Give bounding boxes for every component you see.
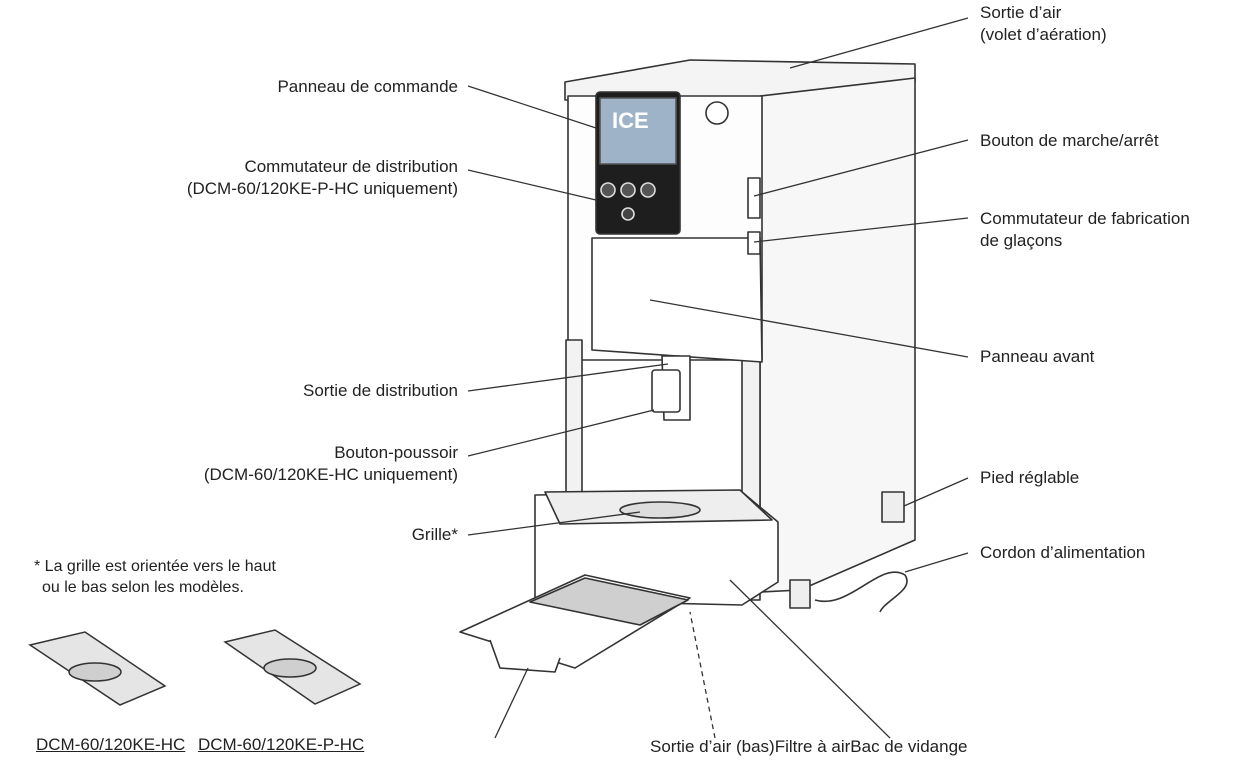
dispense-switch-label: Commutateur de distribution (DCM-60/120K…: [187, 156, 458, 200]
grille-in-tray: [619, 501, 701, 519]
adjustable-foot-right: [881, 491, 905, 523]
icemaking-switch-part: [747, 231, 761, 255]
pan-mesh: [529, 577, 689, 626]
air-outlet-top-line2: (volet d’aération): [980, 25, 1107, 44]
power-symbol: [621, 207, 635, 221]
grille-note: * La grille est orientée vers le haut ou…: [34, 556, 276, 598]
air-outlet-top-line1: Sortie d’air: [980, 3, 1062, 22]
dispense-switch-line1: Commutateur de distribution: [244, 157, 458, 176]
dispense-outlet-label: Sortie de distribution: [303, 381, 458, 400]
top-knob: [705, 101, 729, 125]
power-switch: [747, 177, 761, 219]
bottom-labels: Sortie d’air (bas)Filtre à airBac de vid…: [650, 737, 968, 756]
front-panel-label: Panneau avant: [980, 347, 1095, 366]
air-outlet-top-label: Sortie d’air (volet d’aération): [980, 2, 1107, 46]
grille-label: Grille*: [411, 525, 458, 544]
power-cord-label: Cordon d’alimentation: [980, 543, 1146, 562]
icemaking-switch-line1: Commutateur de fabrication: [980, 209, 1190, 228]
adjustable-foot-label: Pied réglable: [980, 468, 1080, 487]
front-panel-shape: [591, 237, 763, 363]
icemaking-switch-label: Commutateur de fabrication de glaçons: [980, 208, 1190, 252]
power-cord-shape: [814, 571, 908, 613]
grille-note-line2: ou le bas selon les modèles.: [42, 579, 244, 596]
control-panel-label: Panneau de commande: [277, 77, 458, 96]
power-button-label: Bouton de marche/arrêt: [980, 131, 1159, 150]
panel-ice-text: ICE: [612, 108, 649, 133]
dispense-button-2: [620, 182, 636, 198]
dispense-button-3: [640, 182, 656, 198]
push-button-line2: (DCM-60/120KE-HC uniquement): [203, 465, 458, 484]
push-button-shape: [651, 369, 681, 413]
icemaking-switch-line2: de glaçons: [980, 231, 1063, 250]
caption-model-hc: DCM-60/120KE-HC: [36, 735, 186, 754]
control-screen: [599, 97, 677, 165]
dispense-switch-line2: (DCM-60/120KE-P-HC uniquement): [186, 179, 458, 198]
caption-model-p-hc: DCM-60/120KE-P-HC: [198, 735, 365, 754]
push-button-label: Bouton-poussoir (DCM-60/120KE-HC uniquem…: [204, 442, 458, 486]
dispense-button-1: [600, 182, 616, 198]
adjustable-foot-left: [789, 579, 811, 609]
push-button-line1: Bouton-poussoir: [334, 443, 458, 462]
grille-note-line1: * La grille est orientée vers le haut: [34, 558, 276, 575]
